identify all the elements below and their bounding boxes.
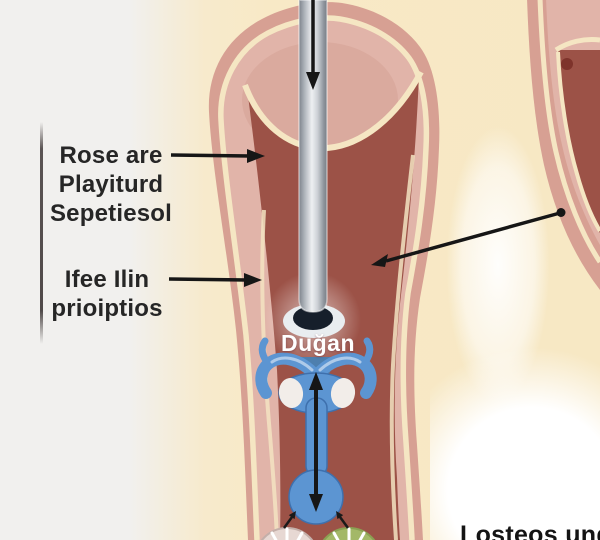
label-ifee-line2: prioiptios [51,295,163,322]
right-tissue-outline [537,0,600,264]
device-oval-right [330,378,356,408]
bottom-circle-right-spokes [332,527,366,540]
label-rose-line3: Sepetiesol [49,200,173,227]
arrow-rose-label-icon [170,149,265,163]
label-ifee-line1: Ifee Ilin [64,266,150,293]
device-oval-left [278,378,304,408]
inner-wall-line-right [389,154,415,540]
arrow-bottom-right-icon [336,511,350,529]
right-cavity-outline [556,51,600,233]
inner-wall-line-left [260,209,279,540]
arrow-bottom-left-icon [282,511,296,529]
bottom-follicle-circles [260,527,376,540]
label-rose-line1: Rose are [59,142,163,169]
label-bottom-right: Losteos und [460,521,600,540]
label-ifee: Ifee Ilin prioiptios [22,265,192,323]
central-tissue-outline [218,15,430,540]
right-tissue-panel [527,0,600,290]
label-rose-line2: Playiturd [58,171,164,198]
right-cavity [558,50,600,233]
arrow-from-right-panel-icon [371,208,566,267]
annotation-arrows [168,0,566,529]
device-horn-right-curl [359,337,374,368]
arrow-device-double-icon [309,372,323,512]
catheter-tube [298,0,328,313]
right-tissue-fold-line [554,37,600,53]
device-horn-left-highlight [270,356,314,372]
catheter-tip-opening [293,306,333,330]
label-dugan: Duğan [280,330,356,356]
device-horn-left-curl [258,337,273,368]
label-rose: Rose are Playiturd Sepetiesol [26,141,196,228]
bottom-circle-left-spokes [270,527,304,540]
right-tissue-dot [561,58,573,70]
arrow-ifee-label-icon [168,273,262,287]
device-horn-right-highlight [318,356,362,372]
arrow-into-tube-icon [306,0,320,90]
catheter [265,0,361,368]
